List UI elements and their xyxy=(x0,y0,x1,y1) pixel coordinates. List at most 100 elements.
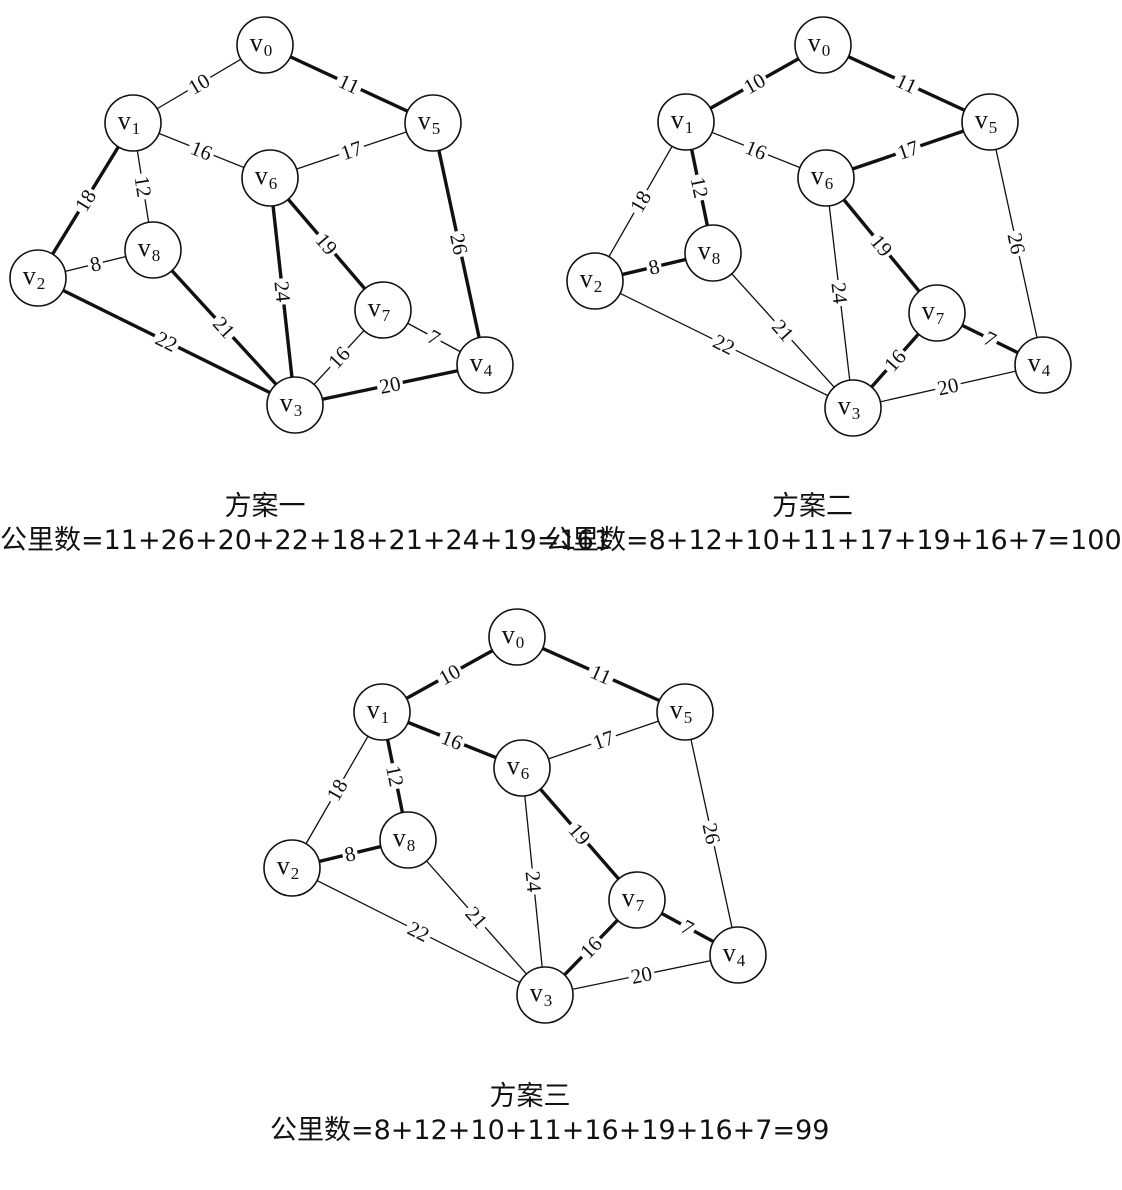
scheme-3-edge-weight-v6-v3: 24 xyxy=(521,870,547,894)
scheme-2-edge-label-bg xyxy=(978,325,1002,353)
scheme-3-edge-label-bg xyxy=(562,816,597,852)
scheme-2-edge-label-bg xyxy=(737,67,772,100)
scheme-3-edge-label-bg xyxy=(584,659,618,690)
scheme-2-node-v0 xyxy=(794,16,852,74)
scheme-1-formula: 公里数=11+26+20+22+18+21+24+19=161 xyxy=(0,525,611,556)
scheme-1-edge-label-bg xyxy=(270,277,295,306)
scheme-3-node-v2 xyxy=(263,839,321,897)
scheme-2-caption: 方案二 公里数=8+12+10+11+17+19+16+7=100 xyxy=(545,490,1122,558)
scheme-1-edge-weight-v0-v5: 11 xyxy=(335,69,363,99)
scheme-1-edge-label-bg xyxy=(422,324,446,351)
scheme-3-node-v6 xyxy=(493,739,551,797)
scheme-2-node-v5 xyxy=(961,93,1019,151)
scheme-3-edge-label-bg xyxy=(435,724,469,756)
scheme-1-edge-weight-v1-v6: 16 xyxy=(187,135,215,165)
scheme-2-edge-label-bg xyxy=(878,343,912,378)
scheme-1-edge-label-bg xyxy=(185,135,218,166)
scheme-3-edge-label-bg xyxy=(587,725,620,755)
scheme-3-edge-weight-v2-v3: 22 xyxy=(404,916,434,947)
scheme-3-node-v1 xyxy=(353,683,411,741)
scheme-3-node-v4 xyxy=(709,926,767,984)
scheme-2-edge-label-bg xyxy=(686,172,713,203)
scheme-1-edge-label-bg xyxy=(445,228,473,260)
scheme-3-node-v0 xyxy=(488,608,546,666)
scheme-2-edge-label-bg xyxy=(827,278,852,308)
scheme-3-node-v7 xyxy=(608,871,666,929)
scheme-2-node-v3 xyxy=(824,379,882,437)
scheme-1-edge-label-bg xyxy=(182,67,216,101)
scheme-1-node-v2 xyxy=(9,249,67,307)
scheme-1-edge-label-bg xyxy=(69,183,102,218)
scheme-3-edge-weight-v5-v4: 26 xyxy=(698,821,726,847)
scheme-3-edge-label-bg xyxy=(574,930,608,965)
scheme-1-edge-weight-v1-v2: 18 xyxy=(70,185,101,215)
scheme-1-edge-label-bg xyxy=(309,226,344,262)
scheme-3-edge-label-bg xyxy=(432,658,467,691)
scheme-1-edge-weight-v5-v4: 26 xyxy=(445,231,473,257)
scheme-2-edge-weight-v6-v3: 24 xyxy=(826,281,852,305)
scheme-3-node-v5 xyxy=(656,683,714,741)
scheme-3-edge-label-bg xyxy=(320,773,354,807)
scheme-3-edge-label-bg xyxy=(401,915,436,948)
scheme-2-node-v4 xyxy=(1014,336,1072,394)
scheme-2-node-v8 xyxy=(684,224,742,282)
scheme-2-edge-weight-v8-v3: 21 xyxy=(767,315,799,347)
scheme-2-edge-label-bg xyxy=(932,372,964,401)
scheme-2-edge-weight-v2-v3: 22 xyxy=(709,329,738,360)
scheme-1-node-v3 xyxy=(266,376,324,434)
scheme-2-node-v2 xyxy=(566,252,624,310)
scheme-1-node-v4 xyxy=(456,336,514,394)
scheme-2-node-v1 xyxy=(657,93,715,151)
scheme-1-edge-weight-v0-v1: 10 xyxy=(184,68,214,99)
scheme-1-title: 方案一 xyxy=(224,491,306,522)
scheme-2-formula: 公里数=8+12+10+11+17+19+16+7=100 xyxy=(545,525,1122,556)
scheme-3-edge-label-bg xyxy=(626,961,657,989)
scheme-2-edge-label-bg xyxy=(890,68,923,99)
scheme-2-edge-label-bg xyxy=(624,184,657,219)
scheme-1-edge-label-bg xyxy=(375,371,405,399)
scheme-1-edge-label-bg xyxy=(332,68,366,100)
scheme-2-node-v7 xyxy=(908,284,966,342)
scheme-2-node-v6 xyxy=(797,149,855,207)
scheme-3-edge-label-bg xyxy=(459,900,494,935)
scheme-2-edge-label-bg xyxy=(707,328,741,361)
scheme-1-edge-label-bg xyxy=(149,325,184,358)
scheme-3-edge-label-bg xyxy=(697,818,726,849)
scheme-3-edge-weight-v1-v2: 18 xyxy=(321,775,352,805)
scheme-2-title: 方案二 xyxy=(772,491,853,522)
scheme-1-node-v1 xyxy=(104,94,162,152)
scheme-2-edge-weight-v3-v4: 20 xyxy=(935,372,961,400)
scheme-2-edge-weight-v1-v8: 12 xyxy=(686,175,714,200)
scheme-3-node-v8 xyxy=(379,811,437,869)
scheme-3-title: 方案三 xyxy=(489,1081,571,1112)
scheme-1-edge-label-bg xyxy=(322,340,356,375)
scheme-2-edge-weight-v1-v6: 16 xyxy=(742,135,770,165)
scheme-3-formula: 公里数=8+12+10+11+16+19+16+7=99 xyxy=(270,1115,830,1146)
scheme-1-node-v0 xyxy=(236,16,294,74)
scheme-3-edge-label-bg xyxy=(521,867,546,896)
scheme-2-edge-label-bg xyxy=(864,228,899,263)
scheme-3-edge-label-bg xyxy=(340,841,360,867)
scheme-2-edge-weight-v5-v4: 26 xyxy=(1003,231,1031,257)
scheme-3-edge-weight-v0-v5: 11 xyxy=(587,659,615,689)
scheme-2-edge-weight-v0-v5: 11 xyxy=(892,68,920,98)
scheme-1-caption: 方案一 公里数=11+26+20+22+18+21+24+19=161 xyxy=(0,490,611,558)
scheme-2-edge-weight-v0-v1: 10 xyxy=(739,68,769,99)
scheme-1-edge-label-bg xyxy=(85,251,106,277)
scheme-3-edge-weight-v1-v8: 12 xyxy=(381,763,409,788)
scheme-1-edge-weight-v6-v3: 24 xyxy=(269,280,295,304)
scheme-1-edge-weight-v1-v8: 12 xyxy=(130,174,157,198)
scheme-3-edge-weight-v0-v1: 10 xyxy=(434,659,464,690)
scheme-1-edge-label-bg xyxy=(207,310,241,345)
scheme-1-node-v6 xyxy=(241,149,299,207)
scheme-2-edge-label-bg xyxy=(766,313,800,348)
scheme-1-edge-label-bg xyxy=(335,135,368,166)
scheme-3-caption: 方案三 公里数=8+12+10+11+16+19+16+7=99 xyxy=(270,1080,830,1148)
scheme-3-edge-weight-v1-v6: 16 xyxy=(438,725,466,755)
scheme-1-edge-label-bg xyxy=(130,171,156,202)
scheme-3-edge-weight-v8-v3: 21 xyxy=(461,902,493,934)
scheme-1-node-v7 xyxy=(354,281,412,339)
